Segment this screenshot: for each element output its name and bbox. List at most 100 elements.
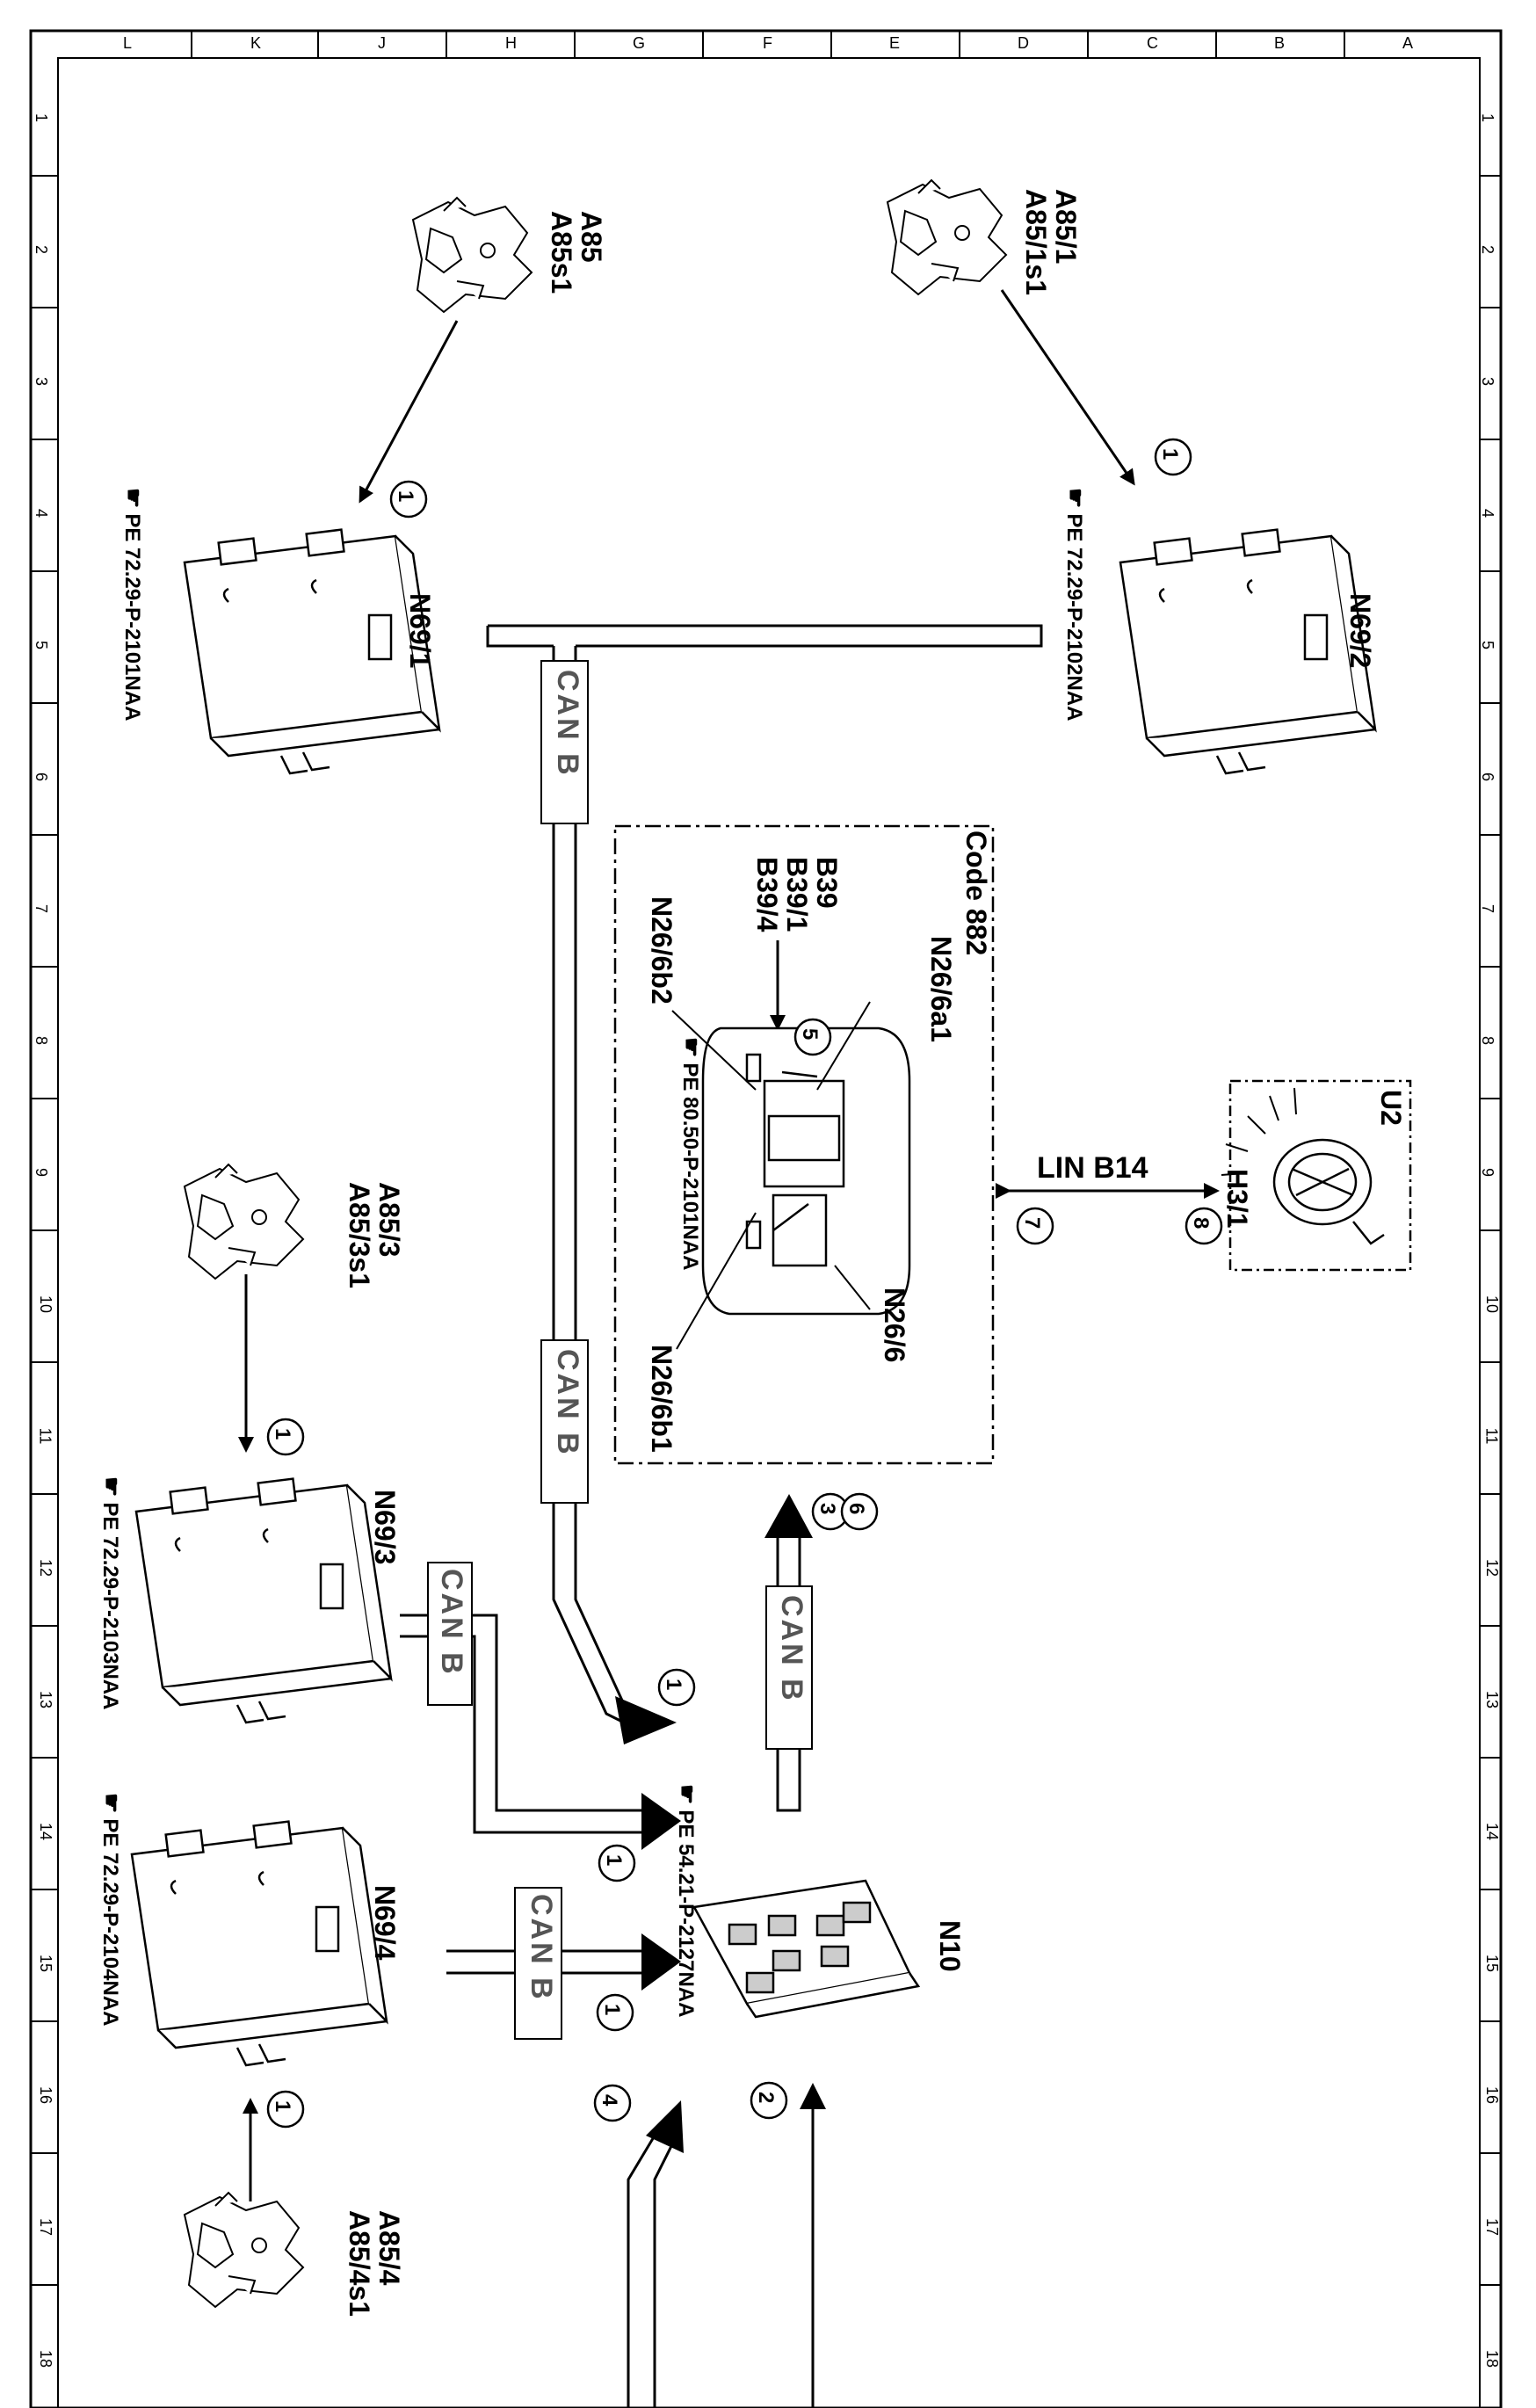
row-number-left: 8: [33, 1035, 51, 1046]
step-8: 8: [1189, 1217, 1213, 1229]
a85-line2: A85s1: [546, 211, 577, 294]
row-number-right: 10: [1483, 1295, 1502, 1314]
col-letter-f: F: [763, 34, 772, 52]
control-unit-n69-4-icon: [130, 1820, 388, 2067]
step-4: 4: [598, 2094, 621, 2107]
can-b-label-n69-3: CAN B: [435, 1569, 468, 1677]
col-letter-j: J: [378, 34, 386, 52]
n10-ref: ☛PE 54.21-P-2127NAA: [674, 1784, 700, 2018]
u2-box: [1228, 1079, 1412, 1272]
can-b-label-codebox: CAN B: [775, 1595, 808, 1703]
col-letter-c: C: [1147, 34, 1158, 52]
door-lock-a85-4-icon: [183, 2191, 305, 2309]
step-circles: [266, 438, 1223, 2129]
n69-2-ref-text: PE 72.29-P-2102NAA: [1062, 513, 1086, 722]
control-unit-n69-1-icon: [183, 528, 441, 775]
row-number-left: 15: [37, 1954, 55, 1973]
row-number-left: 5: [33, 640, 51, 650]
step-1-a85: 1: [394, 490, 417, 503]
col-letter-d: D: [1018, 34, 1029, 52]
row-number-left: 16: [37, 2085, 55, 2105]
door-lock-a85-1-icon: [886, 178, 1008, 296]
row-number-right: 2: [1479, 244, 1497, 255]
h3-1-label: H3/1: [1221, 1169, 1253, 1229]
code-box-ref-text: PE 80.50-P-2101NAA: [678, 1063, 702, 1271]
step-1-trunk: 1: [662, 1679, 685, 1691]
row-number-right: 1: [1479, 112, 1497, 123]
n69-4-ref-text: PE 72.29-P-2104NAA: [98, 1818, 122, 2027]
row-number-left: 17: [37, 2217, 55, 2237]
n69-1-ref: ☛PE 72.29-P-2101NAA: [120, 488, 147, 721]
a85-1-line1: A85/1: [1050, 189, 1082, 265]
reference-hand-icon: ☛: [1062, 488, 1089, 509]
n26-6a1-label: N26/6a1: [925, 936, 957, 1042]
col-letter-a: A: [1402, 34, 1414, 52]
row-number-left: 11: [36, 1427, 54, 1445]
row-number-right: 13: [1483, 1690, 1502, 1709]
row-number-right: 17: [1483, 2217, 1502, 2237]
u2-label: U2: [1375, 1090, 1407, 1126]
can-b-label-trunk: CAN B: [551, 1349, 584, 1457]
row-number-left: 14: [37, 1822, 55, 1841]
row-number-right: 18: [1483, 2349, 1502, 2368]
control-unit-n69-2-icon: [1119, 528, 1377, 775]
step-6: 6: [844, 1503, 868, 1515]
col-letter-e: E: [889, 34, 901, 52]
n69-4-ref: ☛ PE 72.29-P-2104NAA: [98, 1793, 125, 2027]
frame-border: [29, 29, 1503, 2408]
row-number-right: 11: [1482, 1427, 1501, 1445]
col-letter-k: K: [250, 34, 262, 52]
door-lock-a85-icon: [411, 196, 533, 314]
row-number-right: 14: [1483, 1822, 1502, 1841]
code-882-box: [613, 824, 995, 1465]
row-number-right: 4: [1479, 508, 1497, 519]
reference-hand-icon: ☛: [98, 1476, 125, 1498]
row-number-left: 10: [37, 1295, 55, 1314]
row-number-right: 6: [1479, 772, 1497, 782]
signal-arrows: [238, 289, 1135, 2201]
row-number-right: 16: [1483, 2085, 1502, 2105]
a85-4-line2: A85/4s1: [344, 2210, 375, 2317]
row-number-left: 12: [37, 1558, 55, 1578]
n69-1-label: N69/1: [404, 593, 436, 669]
step-1-a85-4: 1: [271, 2100, 294, 2113]
row-number-right: 8: [1479, 1035, 1497, 1046]
col-letter-b: B: [1274, 34, 1286, 52]
step-1-n69-4-branch: 1: [600, 2004, 624, 2016]
n69-3-label: N69/3: [369, 1490, 401, 1565]
step-5: 5: [798, 1028, 822, 1041]
door-lock-a85-3-icon: [183, 1163, 305, 1280]
step-1-a85-1: 1: [1158, 448, 1182, 461]
a85-4-label: A85/4 A85/4s1: [344, 2210, 405, 2317]
code-box-ref: ☛PE 80.50-P-2101NAA: [678, 1037, 705, 1271]
n26-6-label: N26/6: [879, 1287, 910, 1363]
b39-group-label: B39 B39/1 B39/4: [751, 857, 843, 932]
step-7: 7: [1020, 1217, 1044, 1229]
a85-3-label: A85/3 A85/3s1: [344, 1182, 405, 1288]
lamp-h3-1-icon: [1221, 1087, 1385, 1245]
n10-ref-text: PE 54.21-P-2127NAA: [674, 1810, 698, 2018]
row-number-left: 18: [37, 2349, 55, 2368]
row-number-left: 2: [33, 244, 51, 255]
row-number-right: 9: [1479, 1167, 1497, 1178]
n69-4-label: N69/4: [369, 1885, 401, 1961]
can-label-boxes: [427, 660, 813, 2040]
reference-hand-icon: ☛: [98, 1793, 125, 1814]
row-number-left: 9: [33, 1167, 51, 1178]
n69-2-ref: ☛ PE 72.29-P-2102NAA: [1062, 488, 1089, 722]
sam-module-n10-icon: [692, 1879, 921, 2019]
control-unit-n69-3-icon: [134, 1477, 393, 1724]
b39-1-line: B39/1: [781, 857, 813, 932]
step-3: 3: [815, 1503, 839, 1515]
overhead-control-panel-icon: [701, 1026, 911, 1316]
n26-6b2-label: N26/6b2: [646, 896, 677, 1005]
n69-3-ref: ☛PE 72.29-P-2103NAA: [98, 1476, 125, 1709]
can-b-label-top: CAN B: [551, 670, 584, 778]
bus-arrowheads: [615, 1494, 826, 2153]
row-number-right: 5: [1479, 640, 1497, 650]
col-letter-l: L: [123, 34, 133, 52]
b39-4-line: B39/4: [751, 857, 783, 932]
n69-2-label: N69/2: [1344, 593, 1376, 669]
